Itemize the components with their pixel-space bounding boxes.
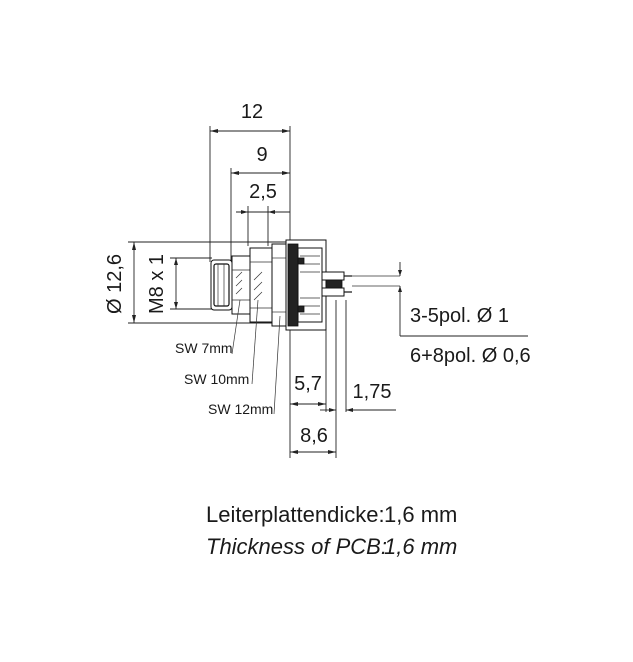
sw10-label: SW 10mm <box>184 371 249 387</box>
dimension-9: 9 <box>230 144 290 262</box>
connector-body <box>210 239 352 331</box>
wrench-size-callouts: SW 7mm SW 10mm SW 12mm <box>175 299 281 417</box>
dim-overall-length-label: 12 <box>241 101 263 123</box>
pcb-note-de-label: Leiterplattendicke: <box>206 502 385 527</box>
dimension-thread: M8 x 1 <box>146 254 212 314</box>
sw7-label: SW 7mm <box>175 340 233 356</box>
pcb-note-en-label: Thickness of PCB: <box>206 534 387 559</box>
pins-6-8-label: 6+8pol. Ø 0,6 <box>410 345 531 367</box>
dim-1-75-label: 1,75 <box>353 381 392 403</box>
dimension-5-7: 5,7 <box>289 330 327 458</box>
sw12-label: SW 12mm <box>208 401 273 417</box>
dimension-12: 12 <box>209 101 291 262</box>
dimension-diameter: Ø 12,6 <box>104 241 300 324</box>
dim-thread-label: M8 x 1 <box>146 254 168 314</box>
pins-3-5-label: 3-5pol. Ø 1 <box>410 305 509 327</box>
dim-length-9-label: 9 <box>256 144 267 166</box>
dim-diameter-label: Ø 12,6 <box>104 254 126 314</box>
dim-8-6-label: 8,6 <box>300 425 328 447</box>
pcb-note-en-value: 1,6 mm <box>384 534 458 559</box>
dimension-8-6: 8,6 <box>290 425 336 454</box>
dimension-2-5: 2,5 <box>236 181 290 246</box>
dim-length-2-5-label: 2,5 <box>249 181 277 203</box>
dimension-1-75: 1,75 <box>320 300 396 458</box>
dim-5-7-label: 5,7 <box>294 373 322 395</box>
pcb-note-de-value: 1,6 mm <box>384 502 458 527</box>
pin-diameter-callouts: 3-5pol. Ø 1 6+8pol. Ø 0,6 <box>352 262 531 367</box>
